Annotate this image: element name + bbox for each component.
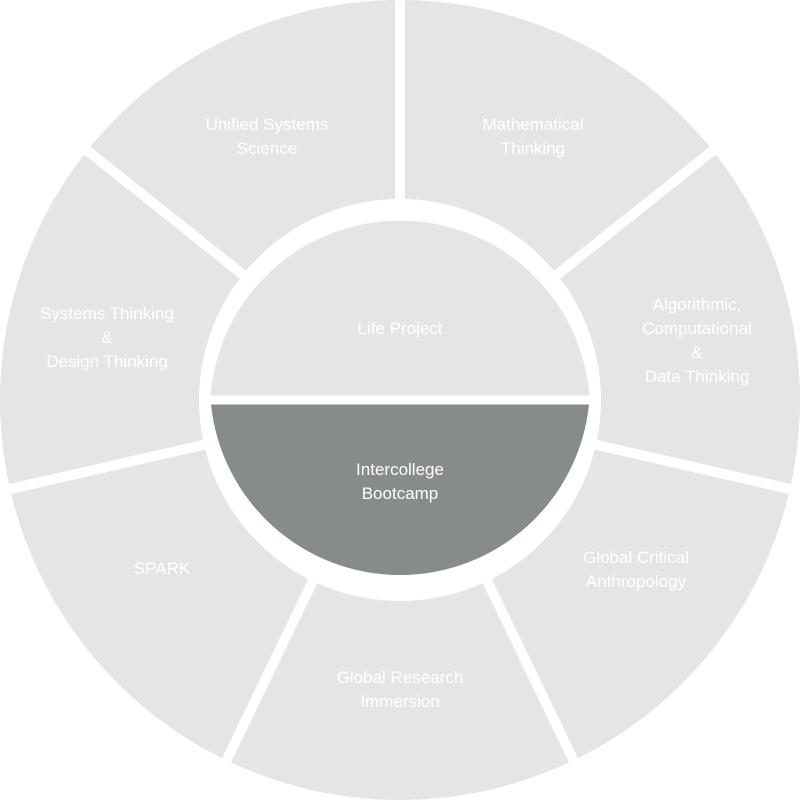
outer-segment bbox=[491, 449, 789, 759]
global-research-immersion-label-line: Global Research bbox=[337, 668, 464, 687]
life-project-label: Life Project bbox=[357, 319, 442, 338]
mathematical-thinking-label-line: Thinking bbox=[501, 139, 565, 158]
outer-segment bbox=[230, 583, 570, 800]
life-project-label-line: Life Project bbox=[357, 319, 442, 338]
systems-design-thinking-label-line: Systems Thinking bbox=[40, 304, 174, 323]
mathematical-thinking-label-line: Mathematical bbox=[482, 115, 583, 134]
algorithmic-thinking-label: Algorithmic, Computational & Data Thinking bbox=[642, 295, 752, 386]
spark-label-line: SPARK bbox=[134, 559, 191, 578]
systems-design-thinking-label: Systems Thinking & Design Thinking bbox=[40, 304, 174, 371]
unified-systems-science-label-line: Science bbox=[237, 139, 297, 158]
core-bottom-half bbox=[211, 404, 589, 576]
spark-label: SPARK bbox=[134, 559, 191, 578]
outer-segment bbox=[11, 449, 309, 759]
algorithmic-thinking-label-line: & bbox=[691, 343, 703, 362]
outer-segment bbox=[0, 154, 240, 485]
outer-segment bbox=[560, 154, 800, 485]
intercollege-bootcamp-label-line: Intercollege bbox=[356, 460, 444, 479]
algorithmic-thinking-label-line: Computational bbox=[642, 319, 752, 338]
systems-design-thinking-label-line: & bbox=[101, 328, 113, 347]
algorithmic-thinking-label-line: Algorithmic, bbox=[653, 295, 742, 314]
outer-segment bbox=[90, 0, 396, 271]
outer-segment bbox=[404, 0, 710, 271]
algorithmic-thinking-label-line: Data Thinking bbox=[645, 367, 750, 386]
global-research-immersion-label-line: Immersion bbox=[360, 692, 439, 711]
global-critical-anthropology-label-line: Anthropology bbox=[586, 572, 687, 591]
intercollege-bootcamp-label-line: Bootcamp bbox=[362, 484, 439, 503]
systems-design-thinking-label-line: Design Thinking bbox=[46, 352, 168, 371]
global-critical-anthropology-label-line: Global Critical bbox=[583, 548, 689, 567]
unified-systems-science-label-line: Unified Systems bbox=[206, 115, 329, 134]
core-top-half bbox=[210, 220, 590, 396]
